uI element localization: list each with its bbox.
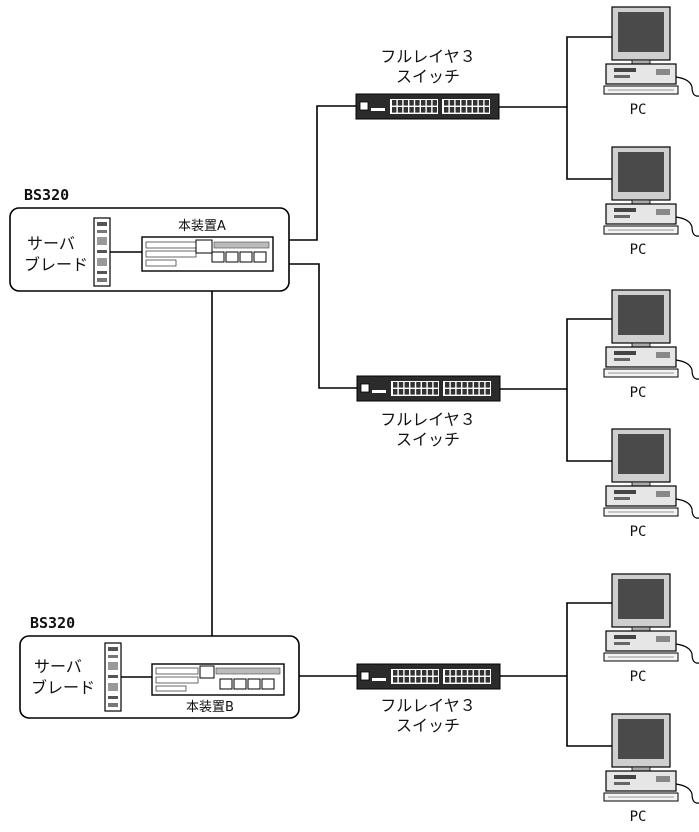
- chassis-a-device-label: 本装置A: [178, 219, 226, 234]
- switch-1-label-line1: フルレイヤ３: [380, 47, 476, 66]
- pc-2: PC: [604, 147, 699, 258]
- chassis-a-blade-label-1: サーバ: [27, 234, 75, 253]
- link-switch3-pcs: [567, 603, 612, 746]
- switch-3-label-line2: スイッチ: [396, 716, 460, 735]
- pc-5-label: PC: [630, 669, 647, 685]
- pc-6-label: PC: [630, 809, 647, 825]
- pc-5: PC: [604, 574, 699, 685]
- link-switch1-pc1: [567, 37, 612, 179]
- chassis-a: BS320 サーバ ブレード 本装置A: [10, 186, 289, 291]
- chassis-b: BS320 サーバ ブレード 本装置B: [20, 614, 299, 718]
- pc-1: PC: [604, 7, 699, 118]
- switch-3-label-line1: フルレイヤ３: [380, 696, 476, 715]
- chassis-a-blade-label-2: ブレード: [24, 255, 88, 274]
- layer3-switch-1: [356, 94, 499, 119]
- device-b: [152, 664, 284, 695]
- switch-1-label-line2: スイッチ: [396, 67, 460, 86]
- pc-2-label: PC: [630, 242, 647, 258]
- pc-6: PC: [604, 714, 699, 825]
- pc-4-label: PC: [630, 524, 647, 540]
- chassis-b-blade: [105, 643, 121, 711]
- switch-2-label-line1: フルレイヤ３: [380, 410, 476, 429]
- layer3-switch-3: [357, 664, 500, 689]
- chassis-b-device-label: 本装置B: [186, 700, 234, 715]
- chassis-a-blade: [94, 218, 110, 286]
- chassis-b-blade-label-1: サーバ: [34, 657, 82, 676]
- pc-3-label: PC: [630, 385, 647, 401]
- switch-2-label-line2: スイッチ: [396, 430, 460, 449]
- chassis-a-label: BS320: [24, 186, 69, 204]
- pc-3: PC: [604, 290, 699, 401]
- pc-4: PC: [604, 429, 699, 540]
- switch-layer: [356, 94, 500, 689]
- layer3-switch-2: [357, 376, 500, 401]
- pc-1-label: PC: [630, 102, 647, 118]
- chassis-b-label: BS320: [30, 614, 75, 632]
- link-switch2-pcs: [567, 319, 612, 461]
- chassis-b-blade-label-2: ブレード: [31, 678, 95, 697]
- device-a: [142, 237, 273, 271]
- pc-layer: PC PC PC PC PC PC: [604, 7, 699, 825]
